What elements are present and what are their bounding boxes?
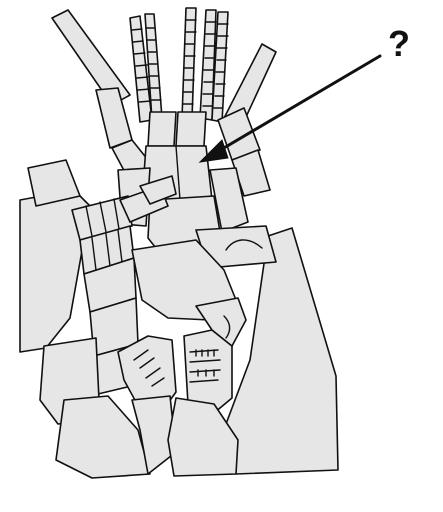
antennule-flagella-center [182, 8, 196, 118]
antennule-flagella-right [200, 10, 228, 122]
left-outer-plate [20, 160, 90, 352]
annotation-arrow [200, 56, 380, 162]
lower-left-plate [56, 396, 176, 478]
antennule-flagella-left [130, 14, 162, 122]
lower-right-plate [168, 398, 238, 476]
question-mark-label: ? [388, 26, 410, 62]
